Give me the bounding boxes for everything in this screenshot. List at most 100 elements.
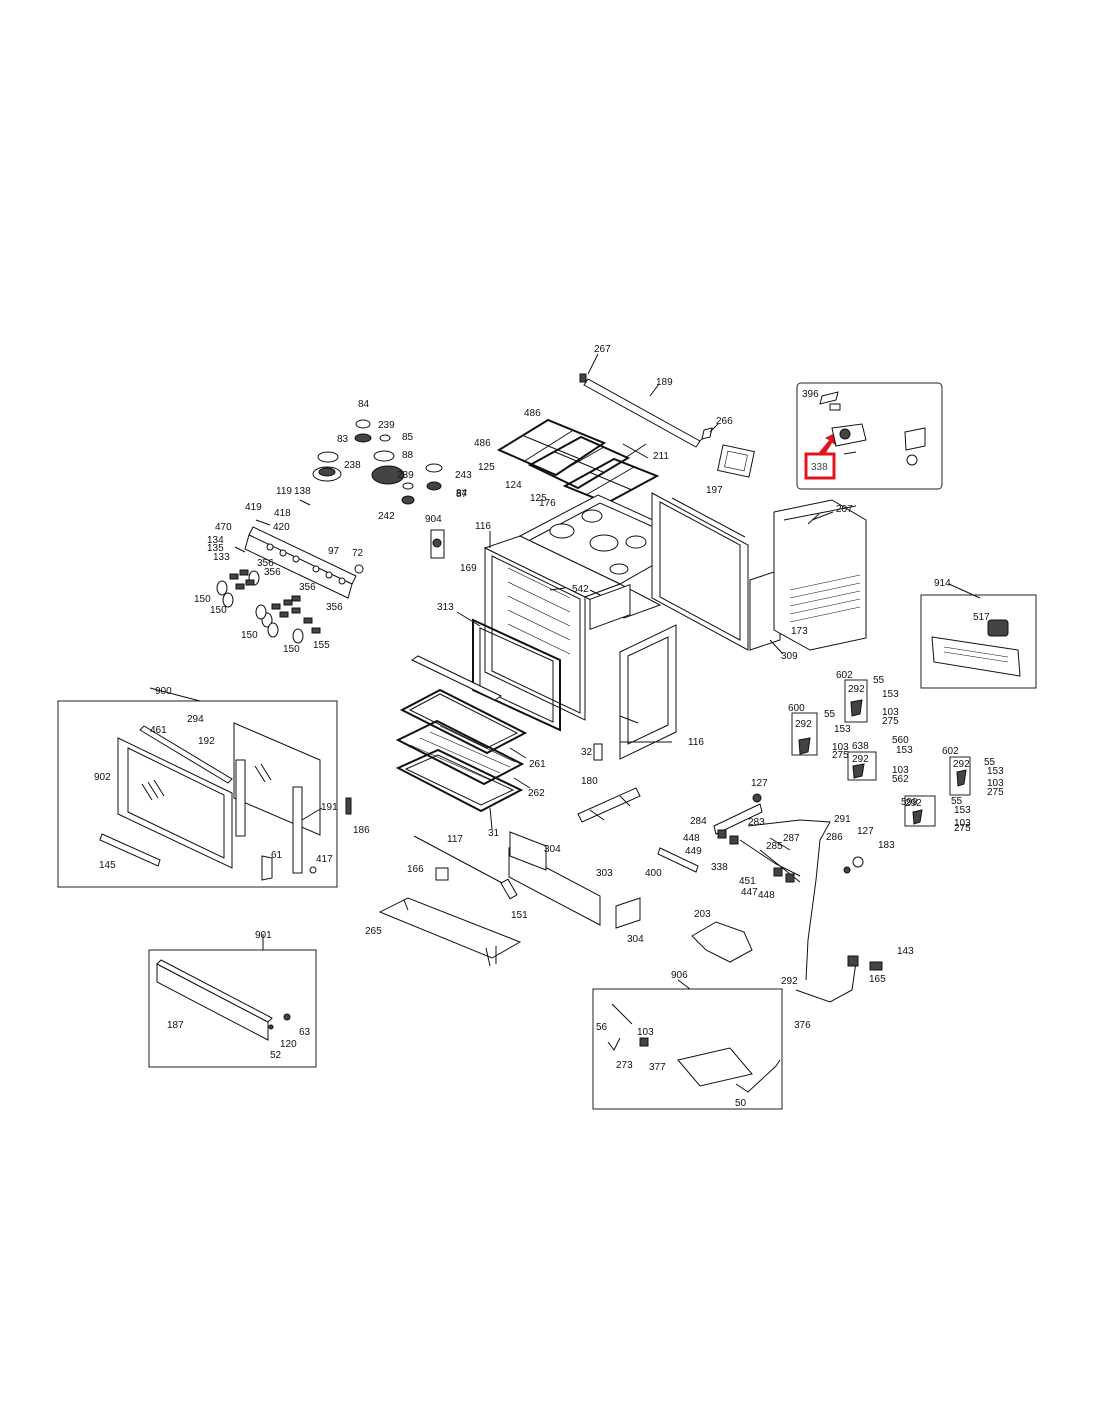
part-label-135: 273 (616, 1060, 633, 1071)
part-label-117: 127 (857, 826, 874, 837)
door-parts (99, 722, 352, 881)
part-label-66: 292 (795, 719, 812, 730)
part-label-112: 338 (711, 862, 728, 873)
fan-kit-parts (931, 619, 1021, 677)
part-label-87: 103 (954, 818, 971, 829)
part-label-24: 119 (276, 486, 292, 497)
part-label-81: 103 (987, 778, 1004, 789)
highlight-box (804, 452, 836, 480)
part-label-86: 153 (954, 805, 971, 816)
part-label-75: 103 (892, 765, 909, 776)
part-label-105: 304 (627, 934, 644, 945)
bottom-parts (378, 787, 699, 967)
part-label-46: 542 (572, 584, 589, 595)
part-label-23: 904 (425, 514, 442, 525)
part-label-113: 287 (783, 833, 800, 844)
part-label-71: 638 (852, 741, 869, 752)
part-label-64: 275 (882, 716, 899, 727)
part-label-10: 197 (706, 485, 723, 496)
gas-valve-parts (791, 679, 971, 827)
part-label-32: 133 (213, 552, 230, 563)
part-label-121: 448 (758, 890, 775, 901)
part-label-129: 63 (299, 1027, 311, 1038)
part-label-108: 284 (690, 816, 707, 827)
part-label-116: 286 (826, 832, 843, 843)
part-label-18: 243 (455, 470, 472, 481)
part-label-109: 283 (748, 817, 765, 828)
part-label-106: 400 (645, 868, 662, 879)
part-label-79: 55 (984, 757, 996, 768)
part-label-15: 83 (337, 434, 349, 445)
part-label-51: 261 (529, 759, 546, 770)
part-label-130: 120 (280, 1039, 297, 1050)
part-label-110: 448 (683, 833, 700, 844)
top-rail-part (579, 373, 713, 448)
part-label-123: 143 (897, 946, 914, 957)
part-label-4: 486 (474, 438, 491, 449)
part-label-89: 900 (155, 686, 172, 697)
grate-parts (496, 418, 755, 505)
oven-body-part (472, 492, 867, 761)
part-label-6: 125 (478, 462, 495, 473)
part-label-133: 56 (596, 1022, 608, 1033)
part-label-31: 135 (207, 543, 224, 554)
part-label-7: 124 (505, 480, 522, 491)
part-label-0: 267 (594, 344, 611, 355)
part-label-52: 262 (528, 788, 545, 799)
part-label-102: 265 (365, 926, 382, 937)
part-label-107: 127 (751, 778, 768, 789)
part-label-54: 173 (791, 626, 808, 637)
panel-gas-valve-inset (796, 382, 943, 490)
part-label-50: 116 (688, 737, 704, 748)
part-label-17: 88 (402, 450, 414, 461)
part-label-134: 103 (637, 1027, 654, 1038)
part-label-131: 52 (270, 1050, 282, 1061)
part-label-9: 176 (539, 498, 556, 509)
part-label-84: 292 (905, 798, 922, 809)
part-label-40: 150 (283, 644, 300, 655)
part-label-68: 153 (834, 724, 851, 735)
part-label-3: 486 (524, 408, 541, 419)
part-label-12: 84 (358, 399, 370, 410)
part-label-47: 313 (437, 602, 454, 613)
part-label-13: 239 (378, 420, 395, 431)
part-label-60: 292 (848, 684, 865, 695)
part-label-34: 72 (352, 548, 364, 559)
part-label-124: 165 (869, 974, 886, 985)
part-label-74: 292 (852, 754, 869, 765)
highlight-label: 338 (811, 462, 828, 473)
part-label-2: 266 (716, 416, 733, 427)
part-label-90: 461 (150, 725, 167, 736)
burner-kit-parts (607, 1003, 781, 1093)
part-label-43: 155 (313, 640, 330, 651)
part-label-63: 103 (882, 707, 899, 718)
part-label-20: 239 (397, 470, 414, 481)
part-label-111: 449 (685, 846, 702, 857)
part-label-49: 180 (581, 776, 598, 787)
callout-leaders (149, 353, 981, 990)
part-label-5: 211 (653, 451, 669, 462)
part-label-82: 275 (987, 787, 1004, 798)
part-label-38: 150 (210, 605, 227, 616)
drawer-parts (156, 959, 291, 1041)
part-label-58: 517 (973, 612, 990, 623)
part-label-97: 61 (271, 850, 283, 861)
part-label-85: 55 (951, 796, 963, 807)
part-label-120: 447 (741, 887, 758, 898)
part-label-57: 914 (934, 578, 951, 589)
part-label-128: 187 (167, 1020, 184, 1031)
part-label-99: 117 (447, 834, 463, 845)
part-label-119: 451 (739, 876, 756, 887)
part-label-137: 50 (735, 1098, 747, 1109)
part-label-25: 138 (294, 486, 311, 497)
part-label-93: 902 (94, 772, 111, 783)
part-labels: 2671892664864862111251241251761972078423… (94, 344, 1004, 1109)
gas-manifold-parts (691, 793, 883, 1003)
part-label-100: 166 (407, 864, 424, 875)
part-label-61: 55 (873, 675, 885, 686)
part-label-35: 356 (257, 558, 274, 569)
part-label-96: 145 (99, 860, 116, 871)
part-label-104: 303 (596, 868, 613, 879)
part-label-125: 292 (781, 976, 798, 987)
